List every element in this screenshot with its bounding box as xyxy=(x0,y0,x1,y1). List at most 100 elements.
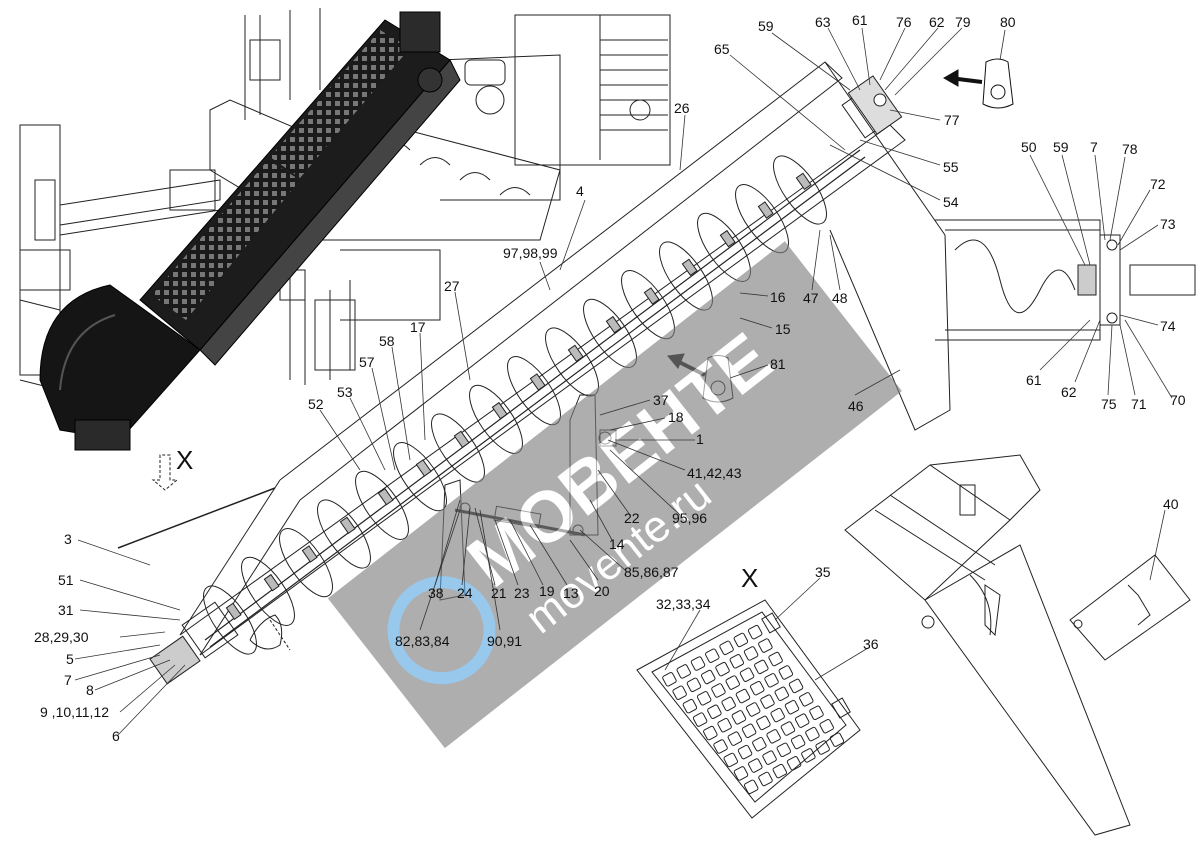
sieve-cell xyxy=(774,686,789,701)
leader-line xyxy=(1119,324,1136,396)
leader-line xyxy=(371,367,396,471)
callout-71: 71 xyxy=(1131,396,1147,412)
leader-line xyxy=(729,364,769,379)
sieve-cell xyxy=(743,646,759,661)
sieve-cell xyxy=(733,632,749,648)
sieve-panel xyxy=(636,599,861,819)
flight-bracket xyxy=(567,344,584,363)
sieve-cell xyxy=(772,763,788,779)
leader-line xyxy=(94,659,171,691)
callout-48: 48 xyxy=(832,290,848,306)
leader-line xyxy=(607,439,686,471)
callout-80: 80 xyxy=(1000,14,1016,30)
leader-line xyxy=(884,27,939,91)
callout-54: 54 xyxy=(943,194,959,210)
leader-line xyxy=(79,609,181,621)
callout-4: 4 xyxy=(576,183,584,199)
sieve-cell xyxy=(715,661,730,677)
flight-bracket xyxy=(491,401,508,420)
flight-bracket xyxy=(339,516,356,535)
leader-line xyxy=(1117,189,1151,246)
callout-72: 72 xyxy=(1150,176,1166,192)
sieve-cell xyxy=(662,672,677,687)
flight-bracket xyxy=(719,229,736,248)
leader-line xyxy=(559,199,586,271)
flight-bracket xyxy=(681,258,698,277)
leader-line xyxy=(119,664,176,713)
flight-bracket xyxy=(757,201,774,219)
sieve-cell xyxy=(735,688,751,704)
leader-line xyxy=(739,317,773,329)
auger-drive-end xyxy=(841,75,903,139)
leader-line xyxy=(419,509,461,631)
callout-51: 51 xyxy=(58,572,74,588)
callout-76: 76 xyxy=(896,14,912,30)
sieve-cell xyxy=(692,712,708,727)
sieve-cell xyxy=(750,680,765,696)
auger-tail-end xyxy=(149,601,291,685)
leader-line xyxy=(1124,319,1173,399)
sieve-cell xyxy=(801,748,816,763)
leader-line xyxy=(119,631,166,638)
dark-conveyor xyxy=(39,11,461,451)
leader-line xyxy=(679,114,686,171)
sieve-cell xyxy=(741,723,757,739)
sieve-cell xyxy=(748,758,763,773)
callout-46: 46 xyxy=(848,398,864,414)
callout-58: 58 xyxy=(379,333,395,349)
callout-13: 13 xyxy=(563,585,579,601)
sieve-cell xyxy=(768,651,783,667)
leader-line xyxy=(771,32,851,91)
callout-36: 36 xyxy=(863,636,879,652)
leader-line xyxy=(1029,154,1086,266)
callout-40: 40 xyxy=(1163,496,1179,512)
callout-57: 57 xyxy=(359,354,375,370)
callout-7: 7 xyxy=(64,672,72,688)
sieve-cell xyxy=(778,665,794,680)
callout-19: 19 xyxy=(539,583,555,599)
flight-bracket xyxy=(377,487,394,506)
leader-line xyxy=(664,609,701,671)
leader-line xyxy=(859,139,941,166)
sieve-cell xyxy=(703,725,718,741)
leader-line xyxy=(74,654,161,681)
sieve-cell xyxy=(805,726,820,742)
sieve-cell xyxy=(725,675,740,690)
leader-line xyxy=(1149,509,1166,581)
leader-line xyxy=(479,509,501,631)
leader-line xyxy=(589,499,613,541)
callout-20: 20 xyxy=(594,583,610,599)
leader-line xyxy=(117,664,186,736)
sieve-cell xyxy=(758,638,773,653)
callout-55: 55 xyxy=(943,159,959,175)
view-marker-x-main: X xyxy=(176,445,194,475)
callout-53: 53 xyxy=(337,384,353,400)
leader-line xyxy=(1119,224,1159,251)
leader-line xyxy=(1109,156,1126,241)
leader-line xyxy=(79,579,181,611)
sieve-cell xyxy=(733,766,749,781)
auger-flight xyxy=(355,470,409,540)
callout-41: 41,42,43 xyxy=(687,465,742,481)
tie-rod xyxy=(117,487,276,549)
sieve-cell xyxy=(696,691,712,706)
sieve-cell xyxy=(786,756,802,771)
direction-arrow-x xyxy=(151,454,179,491)
sieve-cell xyxy=(776,742,792,758)
callout-22: 22 xyxy=(624,510,640,526)
callout-23: 23 xyxy=(514,585,530,601)
sieve-cell xyxy=(727,731,743,746)
callout-77: 77 xyxy=(944,112,960,128)
sieve-cell xyxy=(762,750,777,765)
callout-6: 6 xyxy=(112,728,120,744)
callout-47: 47 xyxy=(803,290,819,306)
sieve-cell xyxy=(794,713,810,728)
auger-flight xyxy=(393,442,447,512)
leader-line xyxy=(827,27,861,91)
leader-line xyxy=(889,109,941,121)
leader-line xyxy=(829,144,941,201)
flight-bracket xyxy=(301,545,318,563)
flight-bracket xyxy=(643,287,660,305)
sieve-cell xyxy=(780,721,796,736)
chute-assembly xyxy=(844,454,1131,836)
